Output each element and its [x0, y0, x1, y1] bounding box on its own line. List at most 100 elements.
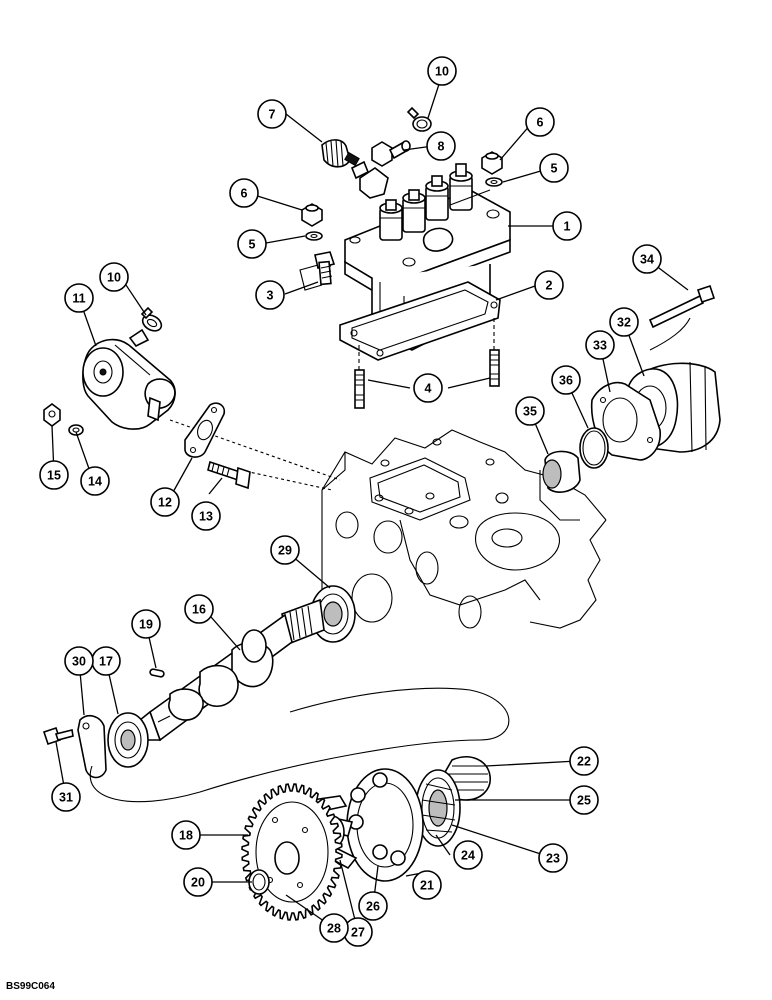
- callout-24: 24: [453, 840, 483, 870]
- callout-4: 4: [413, 373, 443, 403]
- svg-text:22: 22: [577, 755, 591, 769]
- bolt-31: [42, 726, 74, 746]
- svg-text:27: 27: [351, 926, 365, 940]
- svg-text:5: 5: [249, 238, 256, 252]
- callout-12: 12: [150, 487, 180, 517]
- callout-23: 23: [538, 843, 568, 873]
- callout-14: 14: [80, 466, 110, 496]
- camshaft-assembly: [107, 585, 356, 768]
- bushing-35: [542, 450, 581, 493]
- callout-13: 13: [191, 501, 221, 531]
- bolt-13: [207, 460, 251, 490]
- callout-20: 20: [183, 867, 213, 897]
- bolt-34: [648, 284, 716, 329]
- callout-16: 16: [184, 594, 214, 624]
- svg-text:6: 6: [241, 187, 248, 201]
- svg-text:14: 14: [88, 475, 102, 489]
- governor-plate-21: [346, 768, 424, 882]
- svg-text:28: 28: [327, 922, 341, 936]
- callout-labels: 1 2 3 4 5 5 6 6 7 8 10 10 11 12 13 14 15…: [39, 56, 662, 947]
- callout-11: 11: [64, 283, 94, 313]
- svg-text:24: 24: [461, 849, 475, 863]
- svg-text:13: 13: [199, 510, 213, 524]
- svg-text:2: 2: [546, 279, 553, 293]
- svg-text:33: 33: [593, 339, 607, 353]
- callout-29: 29: [270, 535, 300, 565]
- svg-text:31: 31: [59, 791, 73, 805]
- callout-22: 22: [569, 746, 599, 776]
- svg-text:8: 8: [438, 140, 445, 154]
- callout-28: 28: [319, 913, 349, 943]
- callout-26: 26: [358, 891, 388, 921]
- callout-31: 31: [51, 782, 81, 812]
- callout-18: 18: [171, 820, 201, 850]
- bolt-3: [314, 251, 336, 286]
- svg-text:10: 10: [435, 65, 449, 79]
- svg-text:23: 23: [546, 852, 560, 866]
- callout-10-top: 10: [427, 56, 457, 86]
- svg-text:15: 15: [47, 469, 61, 483]
- callout-27: 27: [343, 917, 373, 947]
- callout-30: 30: [64, 646, 94, 676]
- callout-19: 19: [131, 609, 161, 639]
- svg-text:3: 3: [267, 289, 274, 303]
- fitting-8: [359, 140, 411, 199]
- callout-15: 15: [39, 460, 69, 490]
- svg-text:4: 4: [425, 382, 432, 396]
- sleeve-23-24-25: [415, 769, 461, 847]
- callout-6-left: 6: [229, 178, 259, 208]
- svg-text:21: 21: [420, 879, 434, 893]
- svg-text:11: 11: [72, 292, 85, 306]
- svg-text:18: 18: [179, 829, 193, 843]
- key-19: [149, 668, 165, 678]
- svg-text:7: 7: [269, 108, 276, 122]
- callout-32: 32: [609, 307, 639, 337]
- svg-text:30: 30: [72, 655, 86, 669]
- callout-1: 1: [552, 211, 582, 241]
- svg-text:1: 1: [564, 220, 571, 234]
- svg-text:19: 19: [139, 618, 153, 632]
- svg-text:16: 16: [192, 603, 206, 617]
- svg-text:32: 32: [617, 316, 631, 330]
- callout-2: 2: [534, 270, 564, 300]
- fitting-7: [321, 139, 370, 180]
- callout-33: 33: [585, 330, 615, 360]
- svg-text:34: 34: [640, 253, 654, 267]
- pump-gasket: [339, 281, 501, 361]
- hose-clamp-10-top: [406, 106, 432, 132]
- callout-6-right: 6: [525, 107, 555, 137]
- callout-21: 21: [412, 870, 442, 900]
- svg-text:17: 17: [99, 655, 113, 669]
- nut-washer-right: [481, 151, 503, 187]
- figure-reference-code: BS99C064: [6, 981, 55, 992]
- callout-5-left: 5: [237, 229, 267, 259]
- svg-text:20: 20: [191, 876, 205, 890]
- engine-block-outline: [321, 429, 607, 629]
- callout-10-left: 10: [99, 262, 129, 292]
- svg-text:6: 6: [537, 116, 544, 130]
- callout-36: 36: [551, 365, 581, 395]
- svg-text:36: 36: [559, 374, 573, 388]
- callout-3: 3: [255, 280, 285, 310]
- callout-17: 17: [91, 646, 121, 676]
- feed-pump-gasket: [184, 402, 226, 458]
- callout-8: 8: [426, 131, 456, 161]
- svg-text:10: 10: [107, 271, 121, 285]
- hose-clamp-10-left: [140, 306, 163, 332]
- nut-washer-left: [301, 203, 323, 241]
- o-ring-36: [579, 427, 609, 469]
- svg-text:35: 35: [523, 405, 537, 419]
- svg-text:25: 25: [577, 794, 591, 808]
- callout-35: 35: [515, 396, 545, 426]
- retainer-plate-30: [77, 714, 107, 779]
- svg-text:26: 26: [366, 900, 380, 914]
- svg-text:5: 5: [551, 162, 558, 176]
- callout-7: 7: [257, 99, 287, 129]
- callout-5-right: 5: [539, 153, 569, 183]
- svg-text:29: 29: [278, 544, 292, 558]
- svg-text:12: 12: [158, 496, 172, 510]
- callout-25: 25: [569, 785, 599, 815]
- callout-34: 34: [632, 244, 662, 274]
- nut-15-washer-14: [43, 403, 84, 436]
